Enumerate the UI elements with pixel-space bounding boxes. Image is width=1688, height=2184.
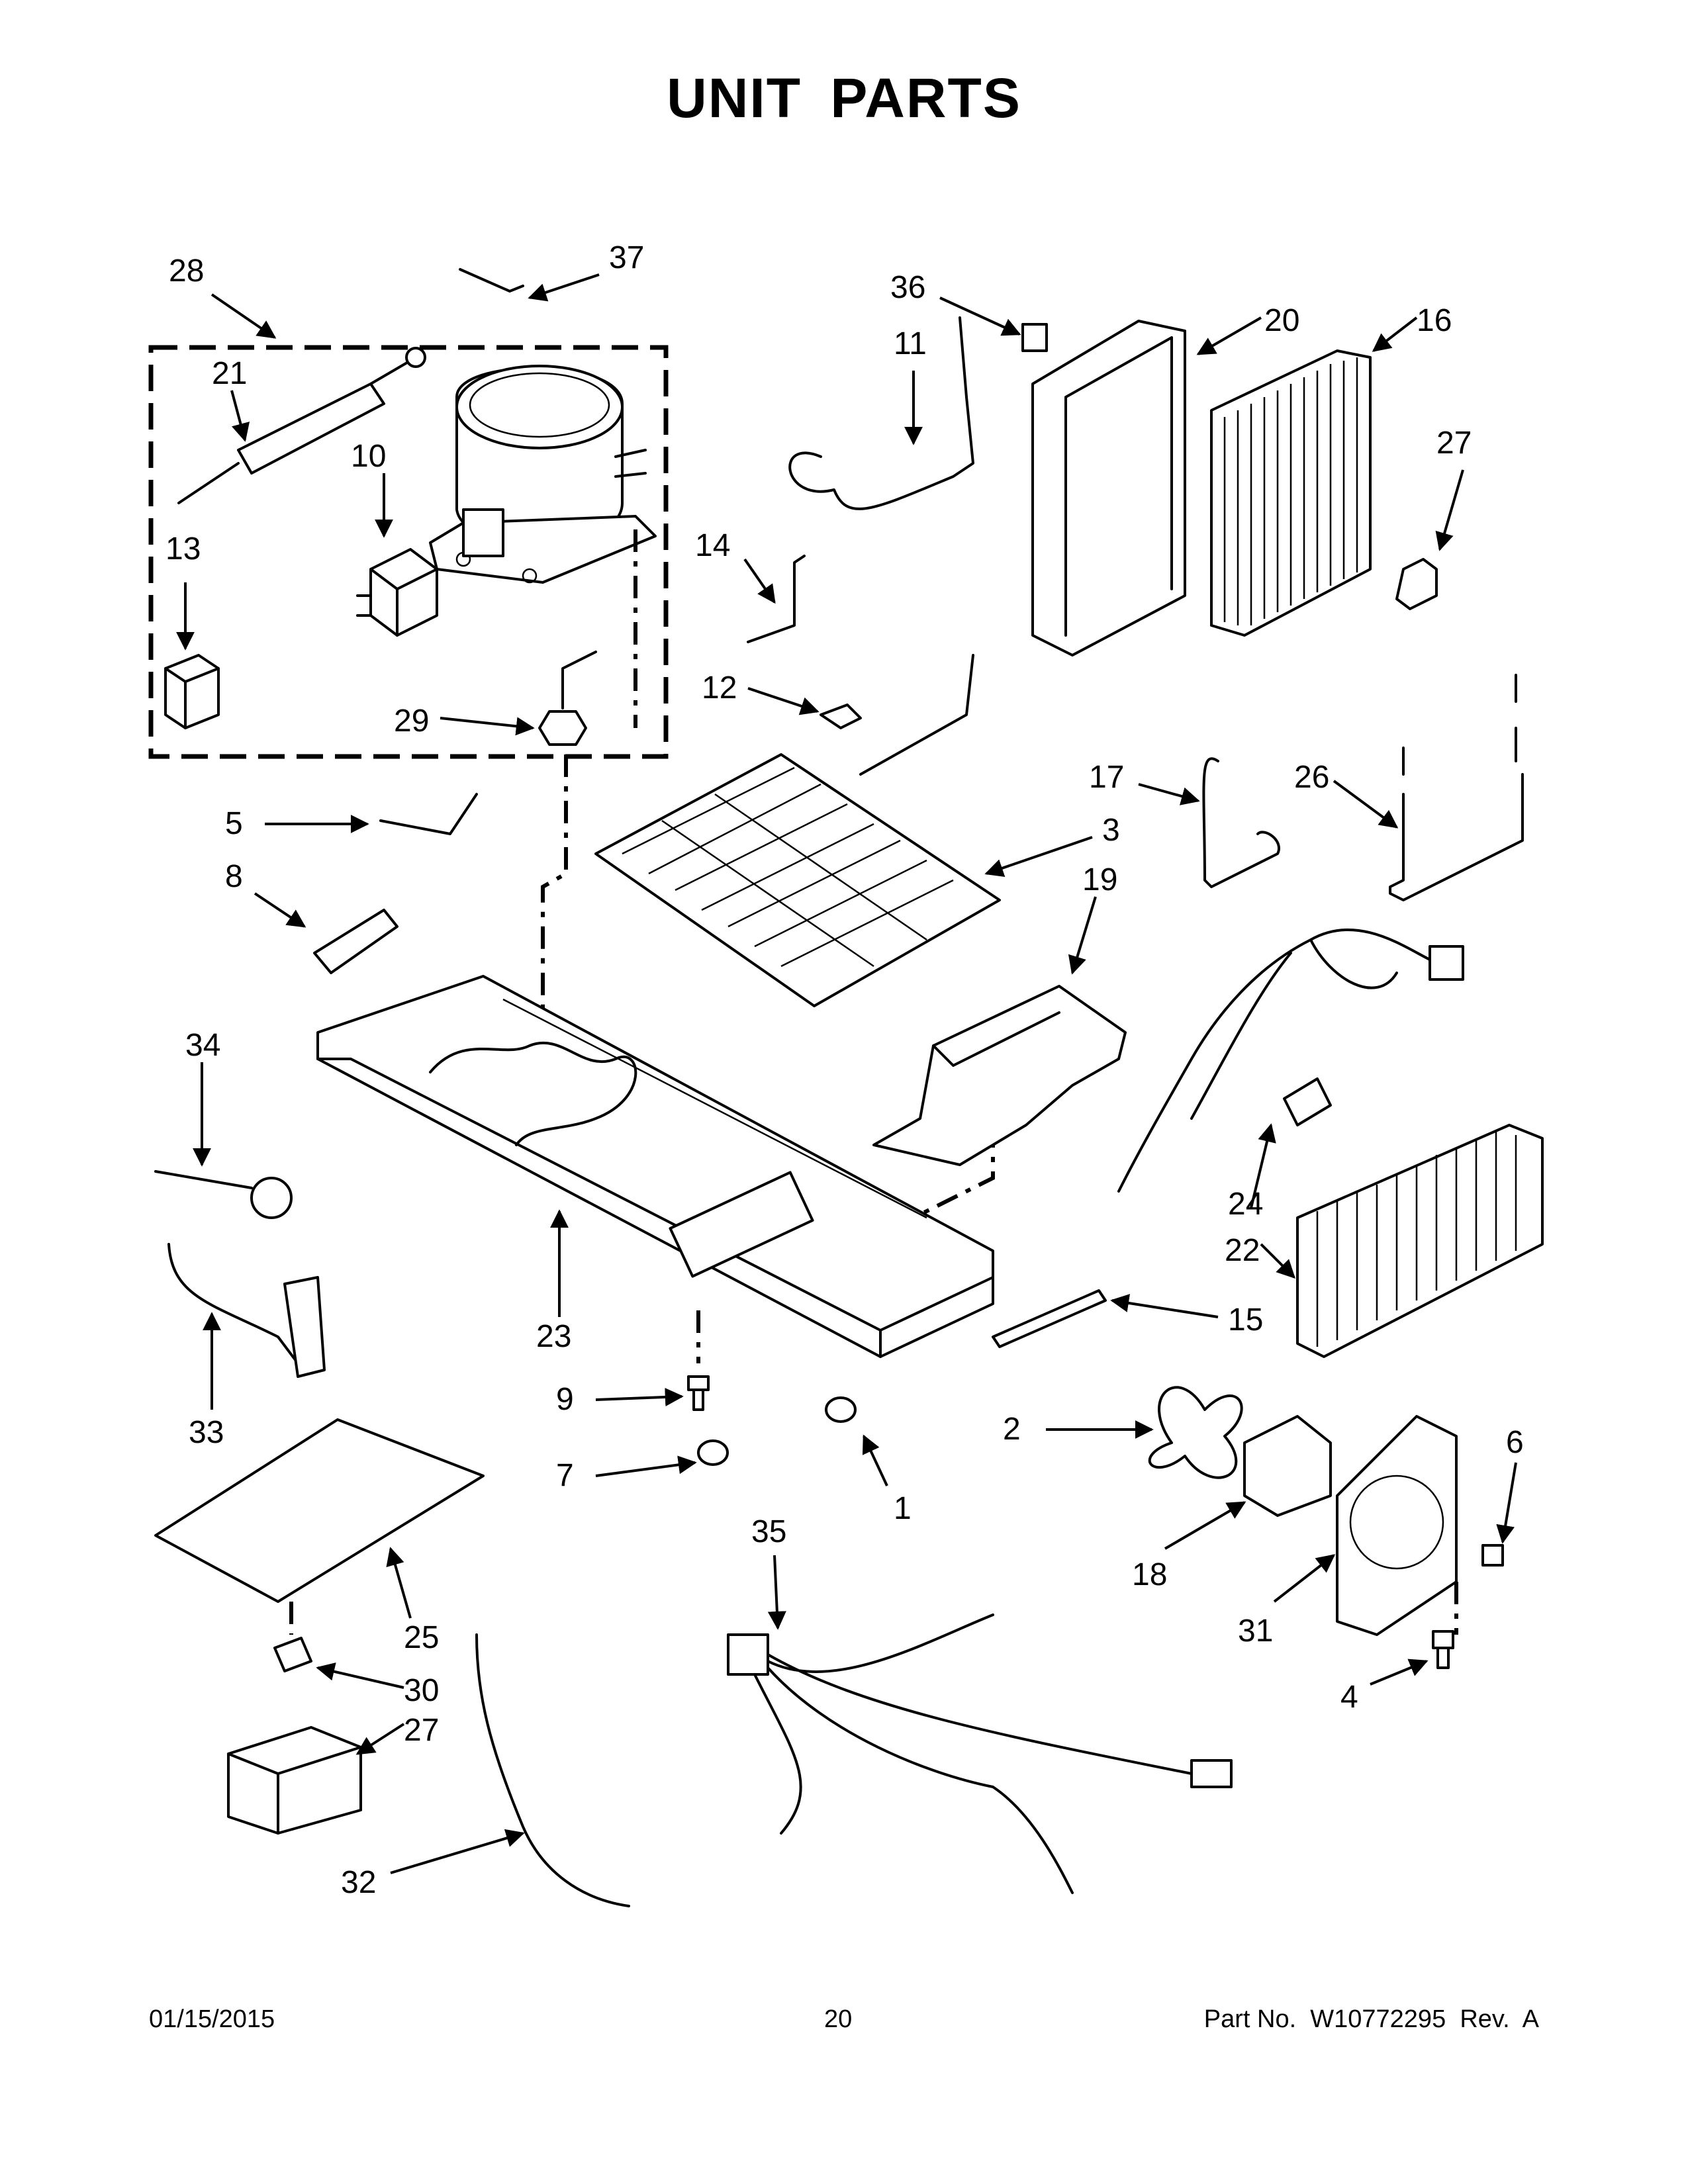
- screw-9-drawing: [687, 1375, 710, 1411]
- thermistor-33-drawing: [283, 1276, 326, 1378]
- fan-motor-drawing: [1243, 1415, 1332, 1517]
- callout-23: 23: [536, 1319, 571, 1354]
- callout-24: 24: [1228, 1187, 1263, 1222]
- control-box-27-drawing: [227, 1726, 362, 1835]
- clip-drawing: [1021, 323, 1048, 352]
- footer-part-number: Part No. W10772295 Rev. A: [1203, 2005, 1539, 2033]
- sensor-34-drawing: [154, 1170, 293, 1219]
- callout-5: 5: [225, 806, 243, 841]
- callout-27-bottom: 27: [404, 1713, 439, 1748]
- callout-14: 14: [695, 528, 730, 563]
- clip-30-drawing: [273, 1637, 312, 1672]
- compressor-drawing: [429, 365, 657, 584]
- callout-6: 6: [1506, 1425, 1524, 1460]
- wire-harness-35-drawing: [727, 1614, 1233, 1894]
- insulation-tube-drawing: [313, 909, 399, 974]
- callout-3: 3: [1102, 813, 1120, 848]
- condenser-drawing: [1296, 1124, 1544, 1358]
- callout-11: 11: [894, 326, 927, 361]
- callout-18: 18: [1132, 1557, 1167, 1592]
- callout-9: 9: [556, 1382, 574, 1417]
- refrigerant-tubing-drawing: [1389, 674, 1524, 901]
- part-37-drawing: [459, 268, 524, 293]
- drain-hose-drawing: [1202, 757, 1280, 888]
- callout-7: 7: [556, 1458, 574, 1493]
- harness-connector: [1429, 945, 1464, 981]
- callout-25: 25: [404, 1620, 439, 1655]
- water-tube-32-drawing: [475, 1633, 630, 1907]
- harness-plug: [1283, 1077, 1332, 1126]
- callout-8: 8: [225, 859, 243, 894]
- cable-tie-drawing: [992, 1289, 1107, 1348]
- tube-drawing: [788, 316, 974, 510]
- grommet-drawing: [538, 651, 597, 746]
- callout-22: 22: [1225, 1233, 1260, 1268]
- callout-21: 21: [212, 356, 247, 391]
- callout-35: 35: [751, 1514, 786, 1549]
- callout-32: 32: [341, 1865, 376, 1900]
- callout-12: 12: [702, 670, 737, 705]
- drain-tube-drawing: [747, 555, 806, 643]
- callout-20: 20: [1264, 303, 1299, 338]
- callout-15: 15: [1228, 1302, 1263, 1338]
- callout-34: 34: [185, 1028, 220, 1063]
- callout-1: 1: [894, 1491, 912, 1526]
- callout-16: 16: [1417, 303, 1452, 338]
- callout-labels: 28 37 21 10 13 29 5 8 14 11 12 36 20 16 …: [165, 240, 1524, 1900]
- callout-29: 29: [394, 704, 429, 739]
- capacitor-drawing: [164, 654, 220, 729]
- assembly-line-compressor: [541, 754, 568, 1125]
- callout-17: 17: [1089, 760, 1124, 795]
- evaporator-cover-drawing: [1031, 320, 1186, 657]
- callout-33: 33: [189, 1415, 224, 1450]
- callout-37: 37: [609, 240, 644, 275]
- screw-6-drawing: [1481, 1544, 1504, 1567]
- wire-harness-24-drawing: [1117, 928, 1431, 1193]
- fan-shroud-drawing: [1336, 1415, 1458, 1636]
- drain-pan-drawing: [872, 985, 1127, 1166]
- callout-36: 36: [890, 270, 925, 305]
- callout-30: 30: [404, 1673, 439, 1708]
- defrost-heater-drawing: [594, 654, 1001, 1007]
- assembly-line-tray: [859, 1125, 995, 1304]
- evaporator-drawing: [1210, 349, 1372, 637]
- callout-2: 2: [1003, 1412, 1021, 1447]
- callout-19: 19: [1082, 862, 1117, 897]
- callout-13: 13: [165, 531, 201, 567]
- page-title: UNIT PARTS: [667, 67, 1021, 129]
- fan-blade-drawing: [1148, 1386, 1243, 1479]
- wire-5-drawing: [379, 793, 478, 835]
- footer-date: 01/15/2015: [149, 2005, 275, 2033]
- grille-25-drawing: [154, 1418, 485, 1603]
- callout-28: 28: [169, 253, 204, 289]
- part-1-drawing: [825, 1396, 857, 1423]
- part-7-drawing: [697, 1439, 729, 1466]
- callout-27-top: 27: [1436, 426, 1472, 461]
- callout-26: 26: [1294, 760, 1329, 795]
- relay-drawing: [356, 548, 438, 637]
- screw-4-drawing: [1432, 1630, 1454, 1669]
- clip-12-drawing: [820, 704, 862, 729]
- callout-10: 10: [351, 439, 386, 474]
- drier-drawing: [177, 347, 426, 504]
- leader-arrows: [176, 273, 1517, 1874]
- callout-31: 31: [1238, 1614, 1273, 1649]
- base-plate-drawing: [316, 975, 994, 1358]
- bracket-drawing: [1395, 558, 1438, 610]
- harness-33-drawing: [167, 1243, 299, 1365]
- footer-page-number: 20: [824, 2005, 853, 2033]
- callout-4: 4: [1340, 1680, 1358, 1715]
